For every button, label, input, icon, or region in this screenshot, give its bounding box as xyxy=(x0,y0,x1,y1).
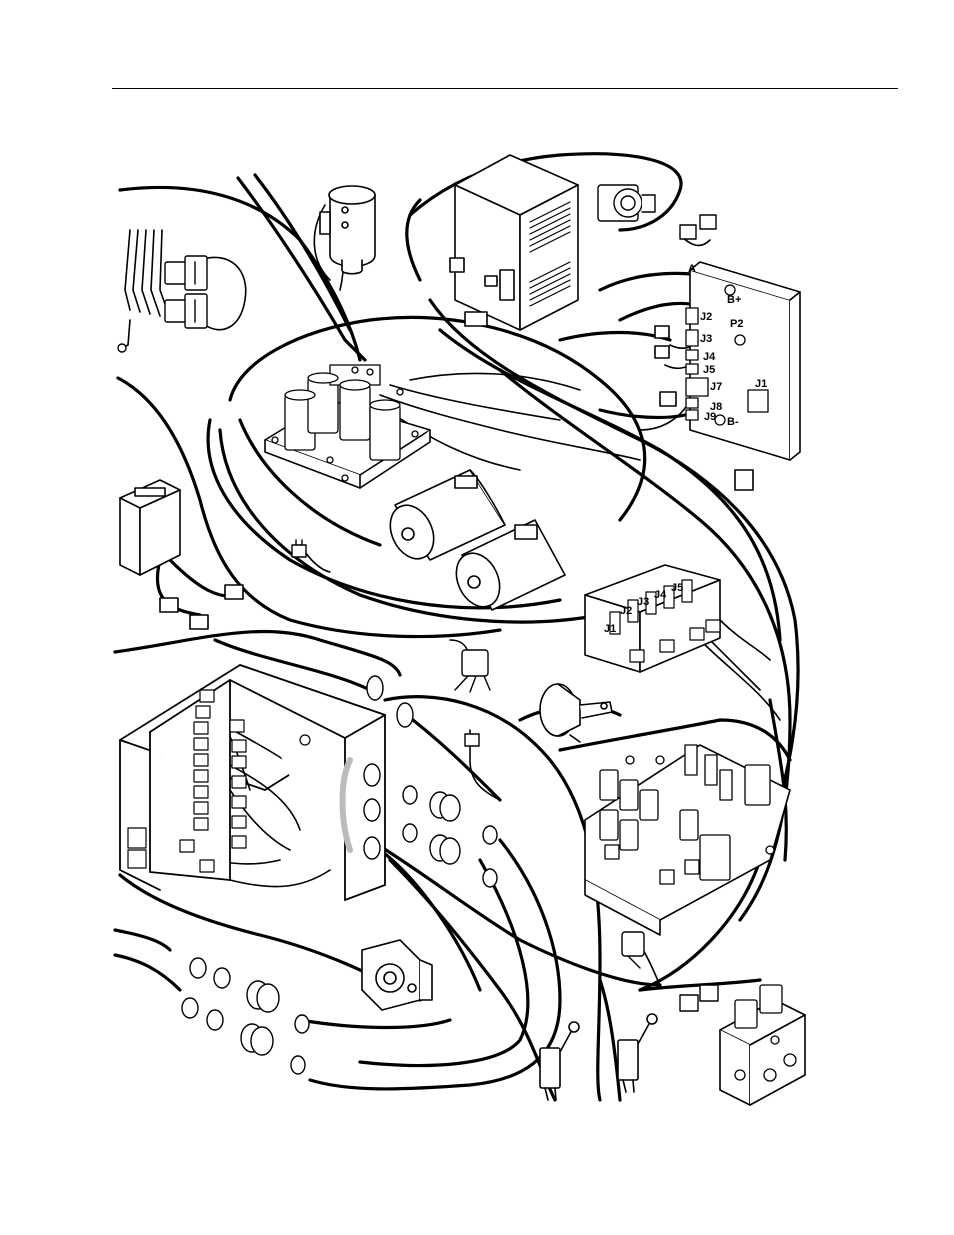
bulkhead-connectors-lower xyxy=(182,958,309,1074)
label-controller-j9: J9 xyxy=(704,411,716,423)
contactor-panel xyxy=(265,365,430,488)
label-board-j2: J2 xyxy=(620,605,632,617)
label-p2: P2 xyxy=(730,318,743,330)
label-controller-j4: J4 xyxy=(703,351,716,363)
control-module xyxy=(120,480,243,629)
label-board-j4: J4 xyxy=(654,589,667,601)
label-b-minus: B- xyxy=(727,416,739,428)
small-connector xyxy=(292,540,306,557)
upper-plug-connectors xyxy=(118,256,207,352)
manifold-connector xyxy=(622,932,718,1011)
harness-connector-center xyxy=(455,650,490,746)
label-board-j1: J1 xyxy=(604,623,616,635)
lift-control-board: J1 J2 J3 J4 J5 xyxy=(585,565,720,672)
cylinder-component xyxy=(320,186,375,274)
limit-switch-left xyxy=(540,1022,579,1100)
label-controller-j1: J1 xyxy=(755,378,767,390)
label-board-j3: J3 xyxy=(637,596,649,608)
label-controller-j2: J2 xyxy=(700,311,712,323)
label-controller-j3: J3 xyxy=(700,333,712,345)
battery-charger xyxy=(450,155,578,330)
limit-switch-right xyxy=(618,1014,657,1092)
valve-block xyxy=(720,985,805,1105)
label-controller-j5: J5 xyxy=(703,364,715,376)
motor-controller: A B+ P2 J2 J3 J4 J5 J7 J8 J9 B- J1 xyxy=(655,262,800,490)
valve-manifold xyxy=(585,745,790,935)
horn xyxy=(540,684,612,742)
label-b-plus: B+ xyxy=(727,294,741,306)
label-a: A xyxy=(688,263,696,275)
label-controller-j7: J7 xyxy=(710,381,722,393)
charger-receptacle xyxy=(598,185,716,239)
label-board-j5: J5 xyxy=(671,582,683,594)
alarm-bracket xyxy=(362,940,432,1010)
